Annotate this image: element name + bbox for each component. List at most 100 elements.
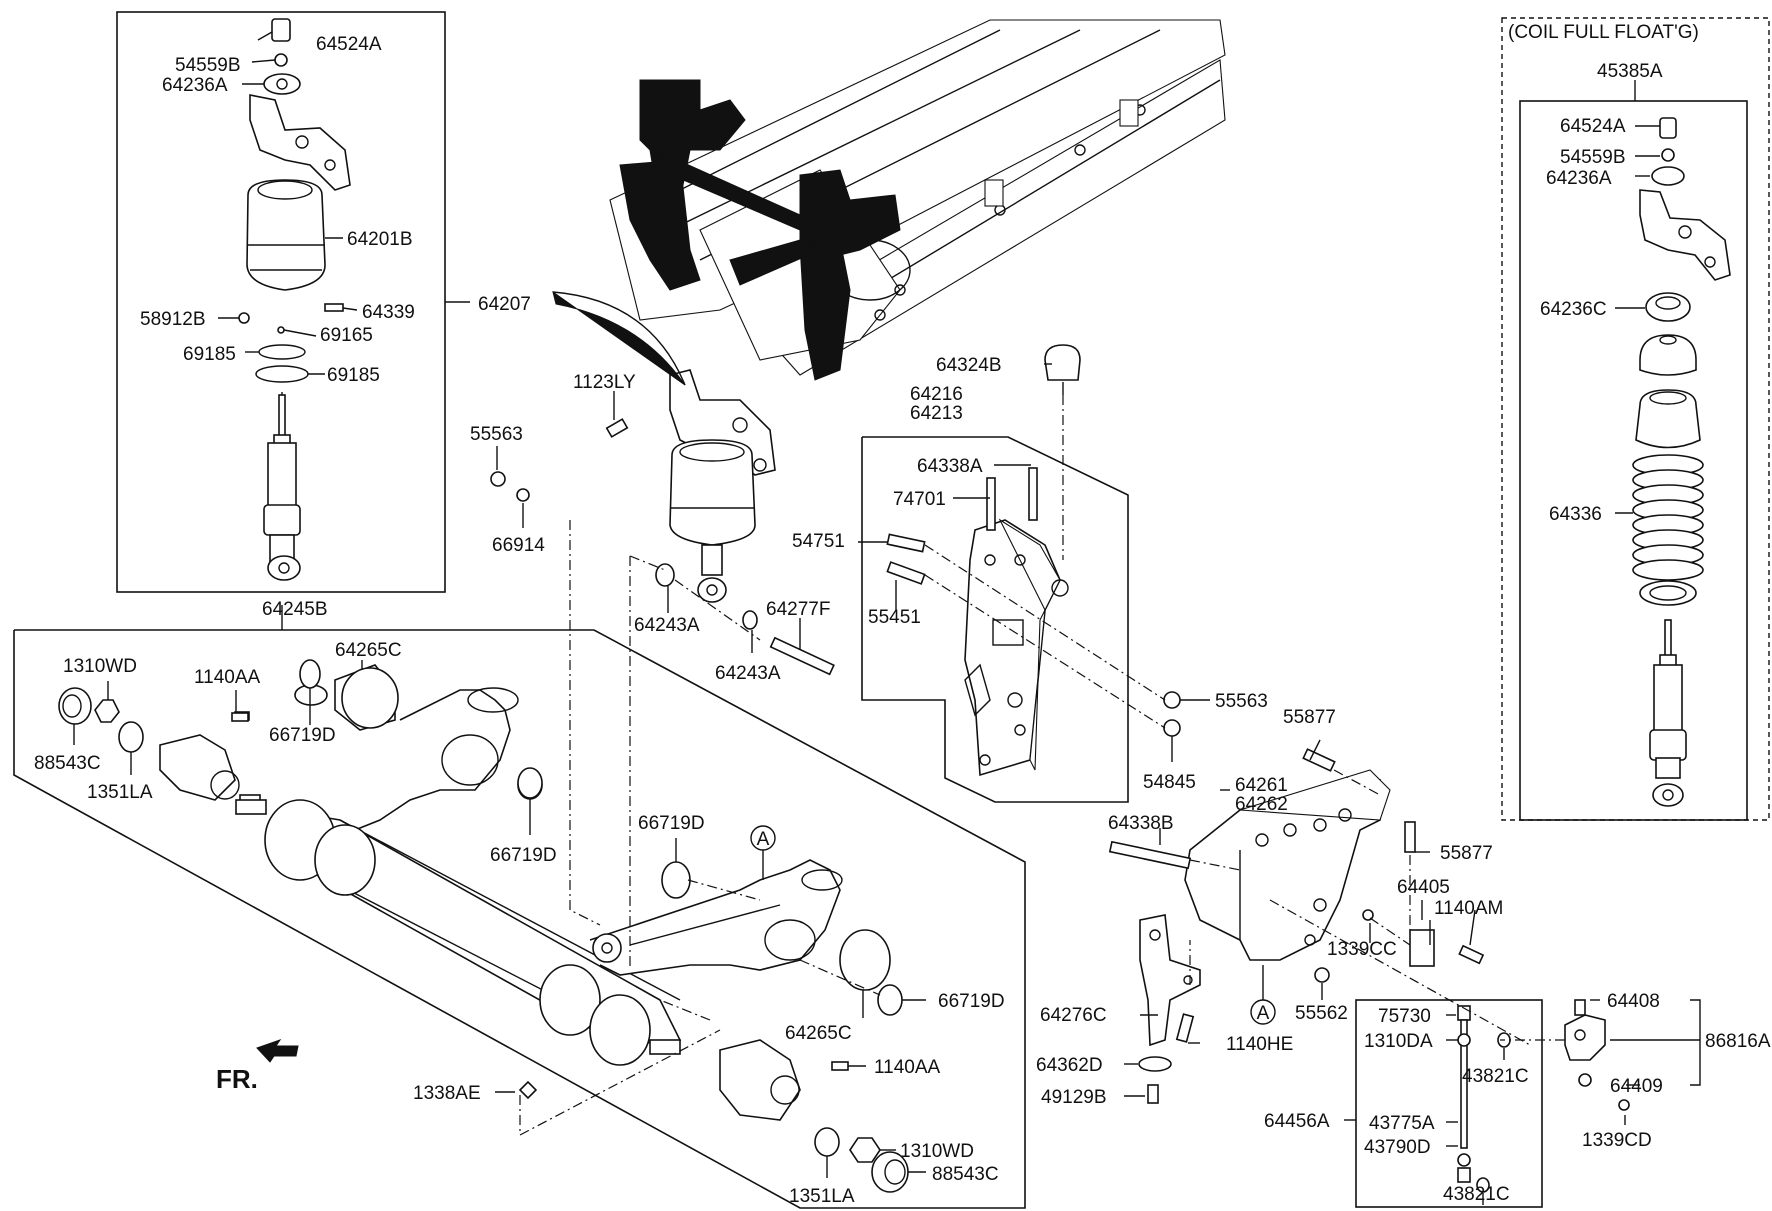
label-69185-b: 69185 [327, 365, 380, 386]
label-66719d-a: 66719D [269, 725, 336, 746]
label-64456a: 64456A [1264, 1111, 1330, 1132]
stud-74701 [986, 477, 996, 531]
lower-arm-group-box [13, 629, 1026, 1209]
label-64339: 64339 [362, 302, 415, 323]
bolt-55877-a [1302, 748, 1336, 772]
label-55451: 55451 [868, 607, 921, 628]
bolt-1140he [1175, 1013, 1195, 1043]
washer-66719d-b [517, 767, 543, 799]
callout-a-bottom-letter: A [1257, 1003, 1270, 1024]
label-coil-option: (COIL FULL FLOAT'G) [1508, 22, 1699, 43]
label-55562: 55562 [1295, 1003, 1348, 1024]
frame-bracket [964, 518, 1069, 777]
label-69165: 69165 [320, 325, 373, 346]
label-66719d-b: 66719D [490, 845, 557, 866]
stabilizer-link [1457, 1005, 1511, 1193]
label-66719d-d: 66719D [938, 991, 1005, 1012]
label-64524a-2: 64524A [1560, 116, 1626, 137]
leader-64207-curve [552, 291, 686, 386]
bolt-64338b [1108, 840, 1192, 870]
leader-64207-wedge [552, 290, 686, 386]
label-1338ae: 1338AE [413, 1083, 481, 1104]
bracket-group-box [861, 436, 1129, 803]
label-54751: 54751 [792, 531, 845, 552]
bushing-64265c-a [341, 667, 399, 729]
washer-66719d-a [299, 659, 321, 689]
label-54559b: 54559B [175, 55, 241, 76]
nut-55562 [1314, 967, 1330, 983]
nut-54845 [1163, 719, 1181, 737]
bolt-1140am [1458, 944, 1485, 965]
stud-64338a [1028, 467, 1038, 521]
label-64261: 64261 [1235, 775, 1288, 796]
label-64324b: 64324B [936, 355, 1002, 376]
label-64236c: 64236C [1540, 299, 1607, 320]
label-1140aa-a: 1140AA [194, 667, 261, 688]
label-64236a-2: 64236A [1546, 168, 1612, 189]
clamp-lower [518, 1039, 909, 1193]
washer-66914 [516, 488, 530, 502]
label-66914: 66914 [492, 535, 545, 556]
label-1140aa-b: 1140AA [874, 1057, 941, 1078]
label-64207: 64207 [478, 294, 531, 315]
callout-a-top-letter: A [757, 829, 770, 850]
label-64336: 64336 [1549, 504, 1602, 525]
coil-spring-64336 [1632, 454, 1704, 581]
label-1140am: 1140AM [1434, 898, 1503, 919]
label-64243a-b: 64243A [715, 663, 781, 684]
label-1351la-b: 1351LA [789, 1186, 855, 1207]
bumper-64362d [1138, 1056, 1172, 1072]
label-43790d: 43790D [1364, 1137, 1431, 1158]
label-1310wd-a: 1310WD [63, 656, 137, 677]
label-64262: 64262 [1235, 794, 1288, 815]
label-45385a: 45385A [1597, 61, 1663, 82]
air-spring-exploded [238, 18, 351, 581]
label-1310da: 1310DA [1364, 1031, 1433, 1052]
label-55877-a: 55877 [1283, 707, 1336, 728]
label-1339cd: 1339CD [1582, 1130, 1652, 1151]
label-front: FR. [216, 1064, 258, 1094]
label-64338a: 64338A [917, 456, 983, 477]
label-64245b: 64245B [262, 599, 328, 620]
label-88543c-a: 88543C [34, 753, 101, 774]
stabilizer-shaft [235, 799, 682, 1066]
crossmember-bracket [1184, 769, 1391, 961]
label-64409: 64409 [1610, 1076, 1663, 1097]
label-58912b: 58912B [140, 309, 206, 330]
label-49129b: 49129B [1041, 1087, 1107, 1108]
label-74701: 74701 [893, 489, 946, 510]
label-1140he: 1140HE [1226, 1034, 1293, 1055]
label-64265c-a: 64265C [335, 640, 402, 661]
bolt-1140aa-a [231, 712, 249, 722]
bolt-55451 [886, 561, 926, 585]
coil-option-box [1501, 17, 1770, 821]
label-54845: 54845 [1143, 772, 1196, 793]
nut-1339cc [1362, 909, 1374, 921]
label-64277f: 64277F [766, 599, 830, 620]
bolt-64277f [769, 636, 835, 676]
label-64216: 64216 [910, 384, 963, 405]
label-64213: 64213 [910, 403, 963, 424]
washer-66719d-c [661, 861, 691, 899]
label-86816a: 86816A [1705, 1031, 1771, 1052]
label-64524a: 64524A [316, 34, 382, 55]
washer-64243a-b [742, 610, 758, 630]
label-55563-a: 55563 [470, 424, 523, 445]
label-64236a: 64236A [162, 75, 228, 96]
height-sensor-86816a [1564, 999, 1630, 1111]
bump-stopper-64324b [1044, 344, 1081, 395]
nut-55563-a [490, 471, 506, 487]
part-labels: 64524A 54559B 64236A 64201B 58912B 64339… [34, 22, 1771, 1207]
label-43821c-b: 43821C [1443, 1184, 1510, 1205]
label-64338b: 64338B [1108, 813, 1174, 834]
bolt-1123ly [605, 418, 629, 438]
label-54559b-2: 54559B [1560, 147, 1626, 168]
bolt-54751 [886, 533, 926, 553]
label-1351la-a: 1351LA [87, 782, 153, 803]
label-1310wd-b: 1310WD [900, 1141, 974, 1162]
front-arrow-icon [256, 1039, 299, 1063]
label-69185-a: 69185 [183, 344, 236, 365]
bolt-49129b [1147, 1084, 1159, 1104]
